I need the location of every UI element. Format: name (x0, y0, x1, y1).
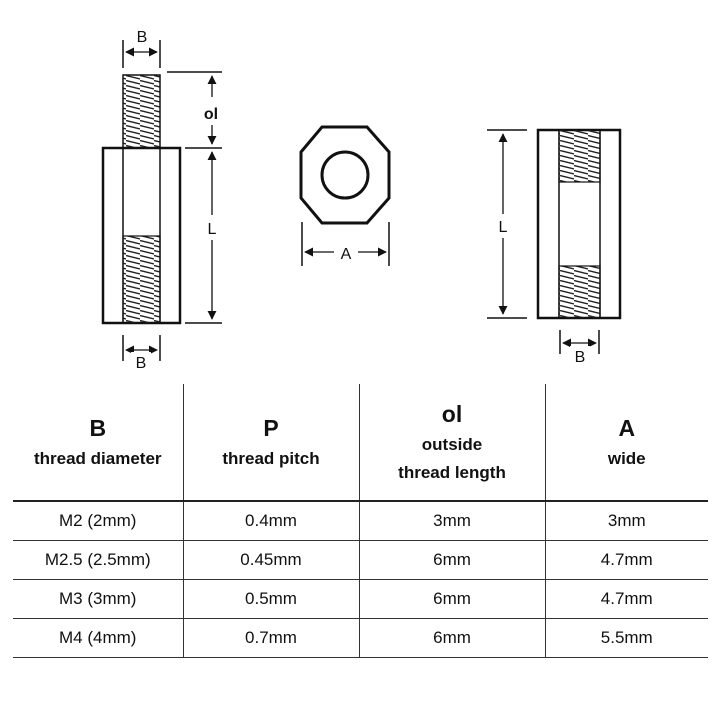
table-row: M2.5 (2.5mm) 0.45mm 6mm 4.7mm (13, 540, 708, 580)
male-female-standoff-view: B ol L B (101, 26, 222, 372)
cell-thread-pitch: 0.4mm (183, 501, 360, 541)
table-row: M4 (4mm) 0.7mm 6mm 5.5mm (13, 618, 708, 658)
cell-thread-diameter: M4 (4mm) (13, 618, 184, 658)
header-thread-pitch: P thread pitch (183, 384, 360, 502)
cell-thread-diameter: M2.5 (2.5mm) (13, 540, 184, 580)
header-thread-diameter: B thread diameter (13, 384, 184, 502)
hex-top-view: A (299, 125, 391, 266)
cell-thread-pitch: 0.45mm (183, 540, 360, 580)
cell-wide: 4.7mm (545, 579, 708, 619)
a-label: A (341, 246, 352, 263)
bore-hole (320, 150, 370, 200)
female-female-standoff-view: L B (487, 128, 622, 366)
right-b-label: B (575, 349, 586, 366)
cell-outside-thread-length: 6mm (359, 579, 546, 619)
cell-thread-pitch: 0.7mm (183, 618, 360, 658)
internal-thread (122, 235, 161, 324)
left-l-label: L (208, 221, 217, 238)
ol-label: ol (204, 106, 218, 123)
table-row: M2 (2mm) 0.4mm 3mm 3mm (13, 501, 708, 541)
cell-outside-thread-length: 3mm (359, 501, 546, 541)
bottom-b-label: B (136, 355, 147, 372)
spec-table: B thread diameter P thread pitch ol outs… (13, 384, 708, 658)
cell-thread-diameter: M2 (2mm) (13, 501, 184, 541)
standoff-drawings: B ol L B A (101, 26, 622, 372)
hexagon-outline (299, 125, 391, 225)
table-header-row: B thread diameter P thread pitch ol outs… (13, 384, 708, 502)
header-wide: A wide (545, 384, 708, 502)
top-b-label: B (137, 29, 148, 46)
cell-thread-pitch: 0.5mm (183, 579, 360, 619)
external-thread (122, 74, 161, 149)
cell-outside-thread-length: 6mm (359, 540, 546, 580)
header-outside-thread-length: ol outside thread length (359, 384, 546, 502)
cell-outside-thread-length: 6mm (359, 618, 546, 658)
cell-wide: 4.7mm (545, 540, 708, 580)
cell-thread-diameter: M3 (3mm) (13, 579, 184, 619)
bottom-internal-thread (558, 265, 601, 319)
cell-wide: 3mm (545, 501, 708, 541)
right-l-label: L (499, 219, 508, 236)
top-internal-thread (558, 129, 601, 183)
cell-wide: 5.5mm (545, 618, 708, 658)
table-row: M3 (3mm) 0.5mm 6mm 4.7mm (13, 579, 708, 619)
